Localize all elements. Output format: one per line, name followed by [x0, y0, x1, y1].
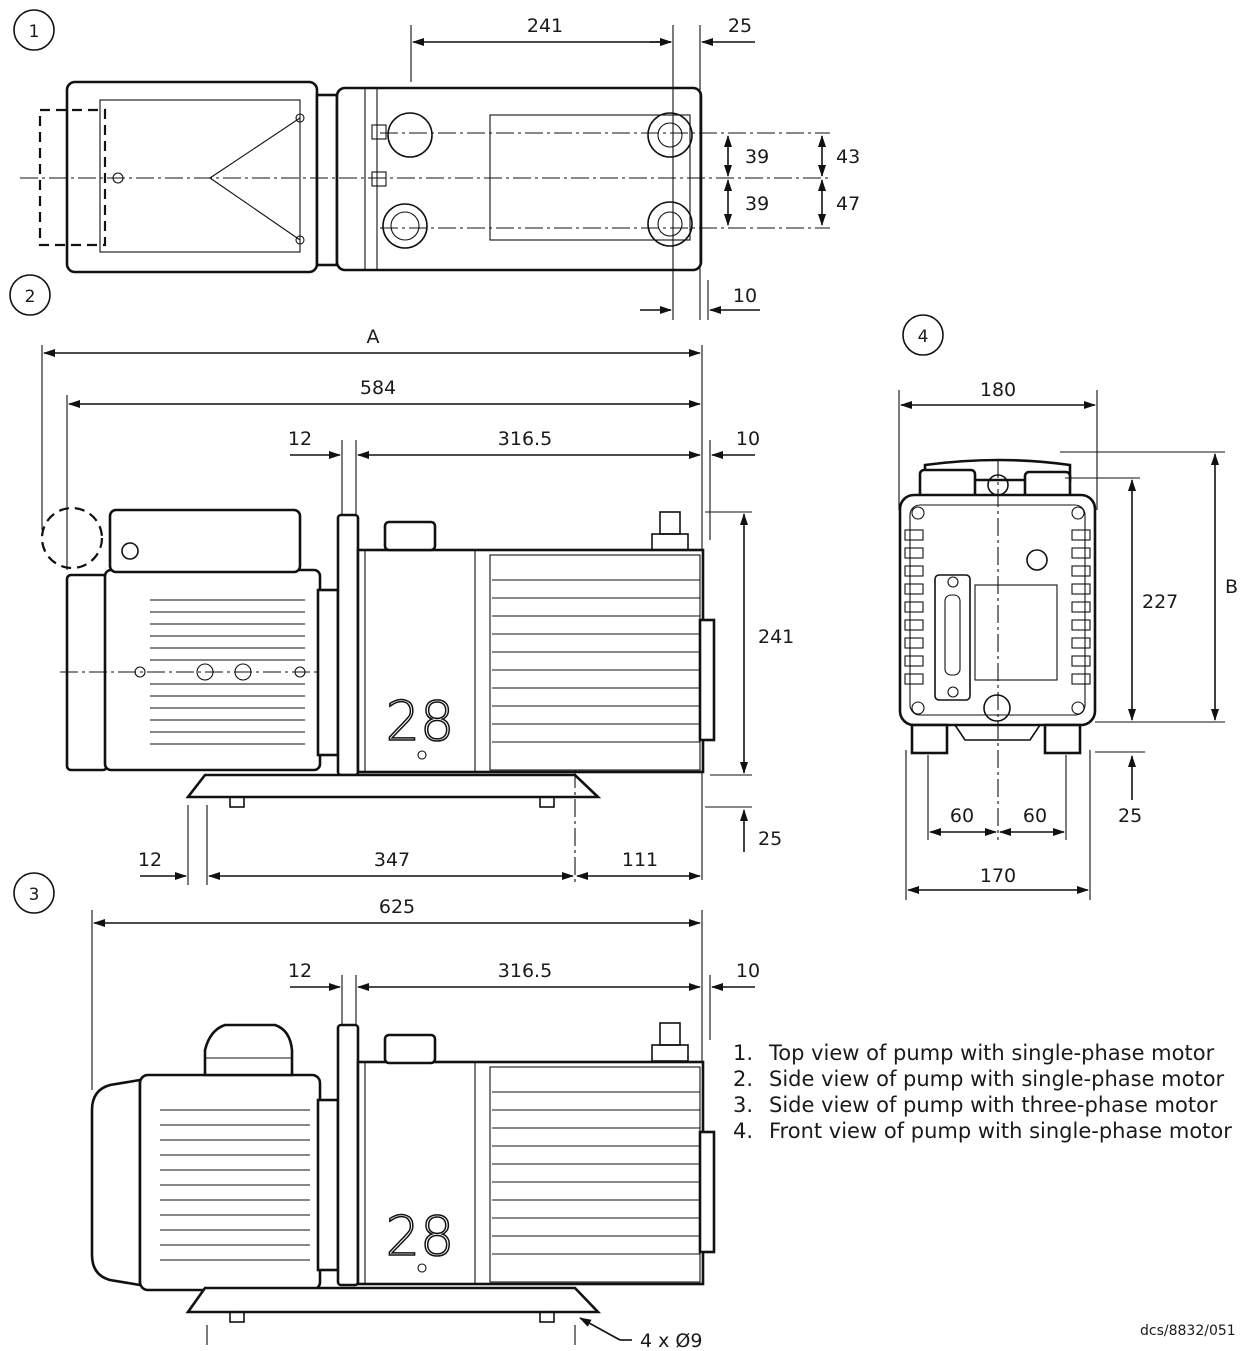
dim-tp-316: 316.5: [498, 960, 552, 982]
view-marker-2: 2: [9, 274, 51, 316]
dim-side-347: 347: [374, 849, 410, 871]
dim-tp-10: 10: [736, 960, 760, 982]
dim-top-241: 241: [527, 15, 563, 37]
dim-front-180: 180: [980, 379, 1016, 401]
dim-top-47: 47: [836, 193, 860, 215]
dim-side-584: 584: [360, 377, 396, 399]
dim-front-227: 227: [1142, 591, 1178, 613]
legend-item-1: 1. Top view of pump with single-phase mo…: [733, 1041, 1215, 1065]
dim-side-A: A: [367, 326, 380, 348]
svg-text:2: 2: [25, 287, 36, 307]
svg-text:4: 4: [918, 327, 929, 347]
legend: 1. Top view of pump with single-phase mo…: [733, 1040, 1243, 1144]
dim-top-39b: 39: [745, 193, 769, 215]
legend-item-3: 3. Side view of pump with three-phase mo…: [733, 1093, 1218, 1117]
dim-tp-12: 12: [288, 960, 312, 982]
drawing-reference: dcs/8832/051: [1140, 1323, 1236, 1339]
view-marker-4: 4: [902, 314, 944, 356]
dim-side-12b: 12: [138, 849, 162, 871]
svg-text:1: 1: [29, 22, 40, 42]
dim-front-60a: 60: [950, 805, 974, 827]
dim-top-10: 10: [733, 285, 757, 307]
dim-side-10: 10: [736, 428, 760, 450]
side-view-single-phase: A 584 12 316.5 10: [40, 326, 794, 885]
dim-side-316: 316.5: [498, 428, 552, 450]
dim-front-B: B: [1225, 576, 1238, 598]
dim-front-60b: 60: [1023, 805, 1047, 827]
dim-top-25: 25: [728, 15, 752, 37]
dim-side-111: 111: [622, 849, 658, 871]
legend-item-4: 4. Front view of pump with single-phase …: [733, 1119, 1232, 1143]
front-view: 180: [898, 379, 1238, 900]
pump-model-label: 28: [386, 690, 455, 753]
pump-model-label-3: 28: [386, 1205, 455, 1268]
dim-front-25: 25: [1118, 805, 1142, 827]
dim-top-39a: 39: [745, 146, 769, 168]
view-marker-3: 3: [13, 872, 55, 914]
dim-side-25: 25: [758, 828, 782, 850]
dim-side-12: 12: [288, 428, 312, 450]
dim-front-170: 170: [980, 865, 1016, 887]
dim-tp-625: 625: [379, 896, 415, 918]
dim-top-43: 43: [836, 146, 860, 168]
top-view: 241 25 39 39 43 47 10: [20, 15, 860, 320]
dim-side-241: 241: [758, 626, 794, 648]
side-view-three-phase: 625 12 316.5 10: [90, 896, 760, 1351]
svg-text:3: 3: [29, 885, 40, 905]
dim-tp-holes: 4 x Ø9: [640, 1330, 702, 1351]
view-marker-1: 1: [13, 9, 55, 51]
legend-item-2: 2. Side view of pump with single-phase m…: [733, 1067, 1225, 1091]
